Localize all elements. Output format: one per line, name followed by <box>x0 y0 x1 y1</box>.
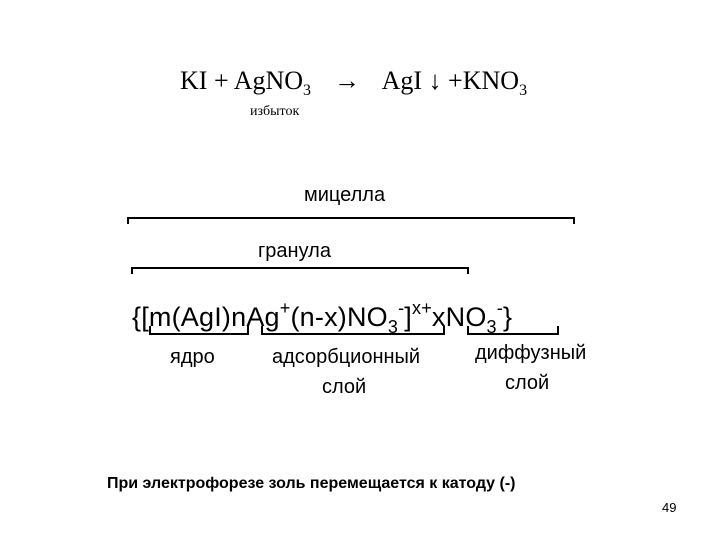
reactant-ki: KI <box>180 66 208 95</box>
micelle-formula: {[m(AgI)nAg+(n-x)NO3-]x+xNO3-} <box>132 292 512 343</box>
formula-part-2: (n-x)NO <box>290 302 388 332</box>
adsorption-layer-label-2: слой <box>322 376 367 398</box>
diffuse-layer-label-1: диффузный <box>475 342 587 364</box>
micelle-brace <box>127 217 575 224</box>
agno3-text: AgNO <box>233 66 304 95</box>
formula-sup-3: x+ <box>412 298 432 318</box>
product-kno3: KNO3 <box>462 66 527 99</box>
plus-sign-2: + <box>448 66 463 95</box>
core-label: ядро <box>170 346 215 368</box>
excess-label: избыток <box>250 104 300 119</box>
formula-sup-4: - <box>496 298 503 318</box>
granule-brace <box>131 267 469 274</box>
formula-part-3: ] <box>404 302 412 332</box>
formula-sup-2: - <box>398 298 405 318</box>
reaction-arrow-icon: → <box>334 66 361 95</box>
core-brace <box>149 326 249 335</box>
adsorption-layer-label-1: адсорбционный <box>272 346 421 368</box>
formula-sup-1: + <box>279 298 291 318</box>
reaction-equation: KI + AgNO3 → AgI ↓ +KNO3 <box>180 66 527 106</box>
plus-sign: + <box>213 66 229 95</box>
formula-part-5: } <box>502 302 513 332</box>
reactant-agno3: AgNO3 <box>233 66 311 99</box>
formula-sub-4: 3 <box>486 317 497 337</box>
page-number: 49 <box>662 500 677 515</box>
kno3-text: KNO <box>462 66 520 95</box>
formula-part-1: {[m(AgI)nAg <box>132 302 280 332</box>
product-agi: AgI <box>381 66 423 95</box>
formula-part-4: xNO <box>431 302 487 332</box>
agno3-subscript: 3 <box>303 82 312 99</box>
caption: При электрофорезе золь перемещается к ка… <box>107 475 516 492</box>
adsorption-brace <box>261 326 445 335</box>
formula-sub-2: 3 <box>387 317 399 337</box>
diffuse-brace <box>467 326 559 335</box>
precipitate-arrow-icon: ↓ <box>428 66 442 95</box>
kno3-subscript: 3 <box>519 82 528 99</box>
micelle-label: мицелла <box>304 184 386 206</box>
diffuse-layer-label-2: слой <box>505 372 550 394</box>
granule-label: гранула <box>258 240 331 262</box>
